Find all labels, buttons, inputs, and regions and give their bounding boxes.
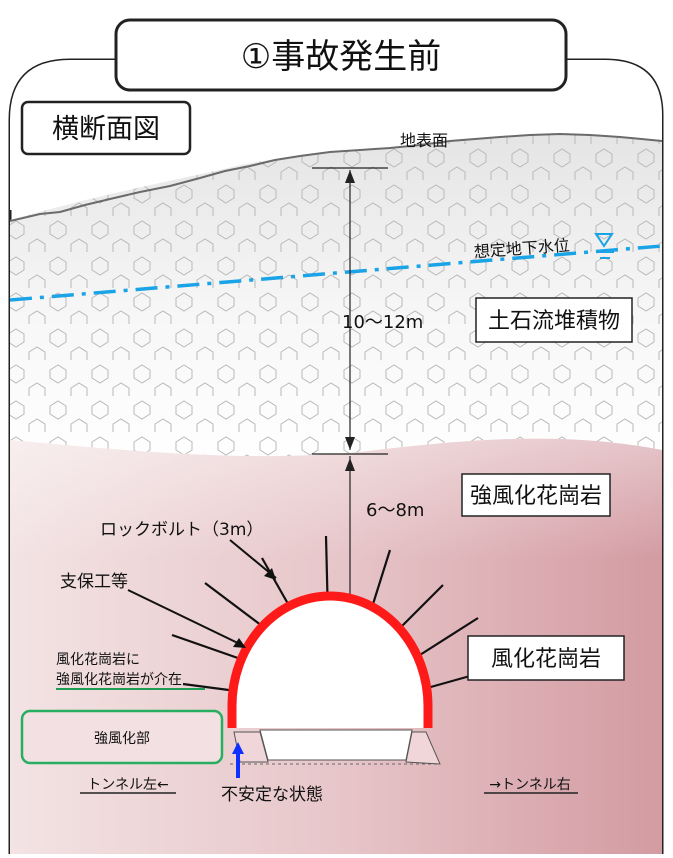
note-line2: 強風化花崗岩が介在	[56, 672, 182, 688]
tunnel-left-label: トンネル左←	[87, 777, 168, 793]
depth-lower-label: 6～8m	[366, 500, 424, 521]
unstable-arrow	[232, 742, 244, 778]
weathered-label-box	[467, 635, 625, 681]
diagram-subtitle: 横断面図	[52, 114, 160, 145]
tunnel-section	[227, 591, 441, 765]
support-label: 支保工等	[60, 572, 128, 592]
rock-bolt-label: ロックボルト（3m）	[100, 520, 263, 540]
groundwater-line	[10, 244, 662, 302]
groundwater-level-icon	[594, 233, 614, 259]
depth-upper-label: 10～12m	[342, 312, 423, 333]
debris-label: 土石流堆積物	[488, 309, 620, 334]
ground-surface-label: 地表面	[400, 131, 448, 150]
debris-label-box	[475, 297, 633, 343]
weak-zone-box	[20, 709, 224, 765]
tunnel-right-label: →トンネル右	[489, 777, 570, 793]
ground-surface-line	[10, 132, 662, 222]
tunnel-lining	[227, 591, 433, 728]
diagram-title: ①事故発生前	[241, 37, 441, 77]
strongly-weathered-label-box	[461, 473, 611, 517]
weak-zone-label: 強風化部	[94, 731, 150, 747]
unstable-label: 不安定な状態	[221, 785, 323, 805]
note-line1: 風化花崗岩に	[56, 652, 140, 668]
weathered-label: 風化花崗岩	[491, 647, 601, 672]
title-box	[114, 18, 568, 92]
strongly-weathered-label: 強風化花崗岩	[470, 484, 602, 509]
subtitle-box	[20, 100, 192, 156]
